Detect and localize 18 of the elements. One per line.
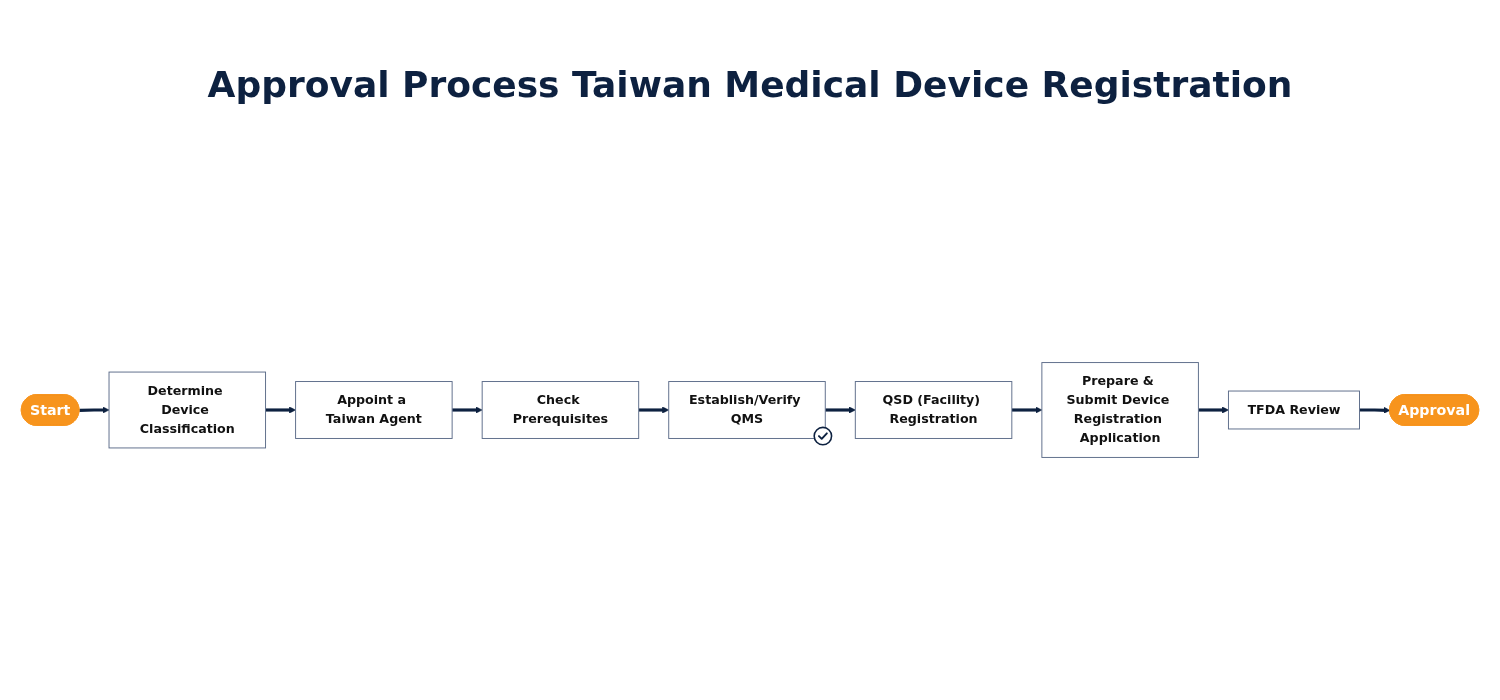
arrow: [1359, 406, 1391, 414]
process-box: Prepare & Submit Device Registration Application: [1041, 362, 1199, 458]
process-box: Establish/Verify QMS: [668, 381, 826, 439]
arrow: [638, 406, 670, 414]
terminal-pill: Start: [20, 394, 80, 426]
process-box: Determine Device Classification: [108, 371, 267, 449]
process-box: Appoint a Taiwan Agent: [295, 381, 453, 439]
arrow: [825, 406, 856, 414]
diagram-title: Approval Process Taiwan Medical Device Registration: [207, 64, 1293, 105]
arrow: [79, 406, 110, 414]
process-box: Check Prerequisites: [481, 381, 640, 439]
arrow: [265, 406, 296, 414]
arrow: [1198, 406, 1229, 414]
process-box: TFDA Review: [1227, 390, 1360, 430]
process-box: QSD (Facility) Registration: [854, 381, 1013, 439]
terminal-pill: Approval: [1389, 394, 1480, 426]
arrow: [452, 406, 483, 414]
arrow: [1011, 406, 1043, 414]
